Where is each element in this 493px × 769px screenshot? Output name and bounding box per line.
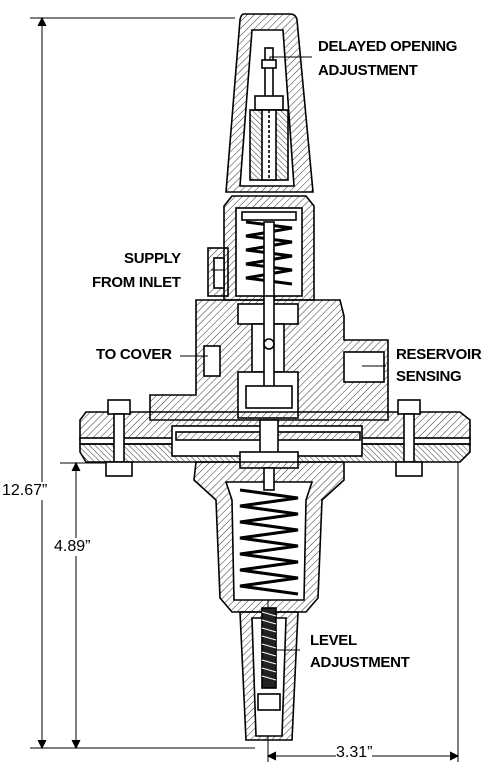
lower-arrow-bottom [71, 739, 81, 750]
bolt-head-right [397, 399, 421, 415]
leader-lines [180, 56, 386, 651]
lower-spring [239, 488, 299, 596]
adjust-stem [264, 47, 274, 99]
reservoir-port [343, 351, 385, 383]
overall-arrow-bottom [37, 739, 47, 750]
lock-nut [254, 95, 284, 111]
level-adjustment [239, 607, 299, 741]
bolt-shank-right [403, 413, 415, 463]
leader-delayed [269, 56, 312, 60]
spring-stem [263, 221, 275, 299]
delayed-opening-label-line1: DELAYED OPENING [318, 38, 458, 55]
overall-height-dimension: 12.67” [2, 482, 48, 500]
delayed-opening-label-line2: ADJUSTMENT [318, 62, 418, 79]
reservoir-label-line2: SENSING [396, 368, 462, 385]
central-body [149, 295, 389, 421]
to-cover-label: TO COVER [96, 346, 172, 363]
level-label-line2: ADJUSTMENT [310, 654, 410, 671]
diaphragm-nut [245, 385, 293, 409]
level-label-line1: LEVEL [310, 632, 357, 649]
spring-cap [241, 211, 297, 221]
overall-arrow-top [37, 16, 47, 27]
bolt-shank-left [113, 413, 125, 463]
supply-label-line1: SUPPLY [124, 250, 181, 267]
half-width-dimension: 3.31” [336, 744, 373, 762]
bolt-nut-left [105, 461, 133, 477]
lower-housing [193, 461, 345, 613]
bolt-head-left [107, 399, 131, 415]
width-arrow-left [266, 751, 277, 761]
bolt-nut-right [395, 461, 423, 477]
pilot-ball [263, 338, 275, 350]
lower-height-dimension: 4.89” [54, 538, 91, 556]
width-arrow-right [449, 751, 460, 761]
to-cover-port [203, 345, 221, 377]
spring-bonnet [223, 195, 315, 301]
reservoir-label-line1: RESERVOIR [396, 346, 482, 363]
stem-collar [261, 59, 277, 69]
lower-arrow-top [71, 461, 81, 472]
level-nut [257, 693, 281, 711]
supply-port [207, 247, 229, 297]
supply-label-line2: FROM INLET [92, 274, 181, 291]
threaded-screw [261, 607, 277, 689]
top-cap [225, 13, 314, 193]
